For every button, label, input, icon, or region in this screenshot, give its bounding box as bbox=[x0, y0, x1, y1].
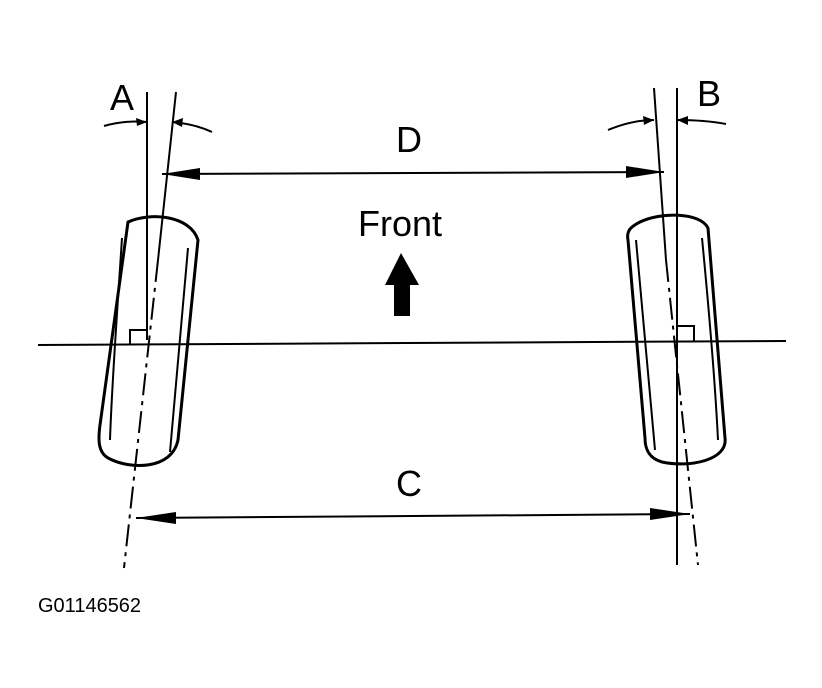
dimension-c-arrow-right bbox=[650, 508, 690, 520]
label-a: A bbox=[110, 77, 134, 118]
dimension-d-arrow-left bbox=[162, 168, 200, 180]
left-wheel-centerline-dashed bbox=[123, 259, 159, 569]
dimension-c bbox=[135, 508, 691, 524]
dimension-c-arrow-left bbox=[136, 512, 176, 524]
label-c: C bbox=[396, 463, 422, 504]
left-tire-outline bbox=[97, 215, 200, 467]
right-wheel-centerline-dashed bbox=[665, 259, 699, 566]
label-front: Front bbox=[358, 203, 442, 244]
axle-centerline bbox=[37, 340, 787, 346]
front-direction-arrow bbox=[385, 253, 419, 316]
dimension-d-arrow-right bbox=[626, 166, 664, 178]
angle-a-arrowhead-left bbox=[136, 118, 147, 126]
dimension-c-line bbox=[135, 513, 691, 519]
label-b: B bbox=[697, 73, 721, 114]
right-right-angle-marker bbox=[677, 325, 695, 342]
right-wheel-centerline bbox=[653, 87, 667, 261]
right-wheel bbox=[607, 87, 727, 566]
left-tire-tread-inner bbox=[169, 247, 189, 453]
right-tire-tread-inner bbox=[701, 237, 719, 441]
figure-code: G01146562 bbox=[38, 595, 141, 617]
right-tire-tread bbox=[635, 239, 656, 451]
dimension-d-line bbox=[161, 171, 665, 175]
left-tire-tread bbox=[109, 237, 123, 441]
angle-b-arrowhead-left bbox=[643, 116, 654, 125]
angle-b-arrowhead-right bbox=[677, 116, 688, 125]
left-wheel bbox=[97, 91, 213, 569]
right-tire-outline bbox=[626, 213, 727, 466]
angle-a-arrowhead-right bbox=[172, 118, 183, 127]
left-wheel-centerline bbox=[157, 91, 177, 261]
dimension-d bbox=[161, 166, 665, 180]
left-right-angle-marker bbox=[129, 329, 147, 345]
label-d: D bbox=[396, 119, 422, 160]
